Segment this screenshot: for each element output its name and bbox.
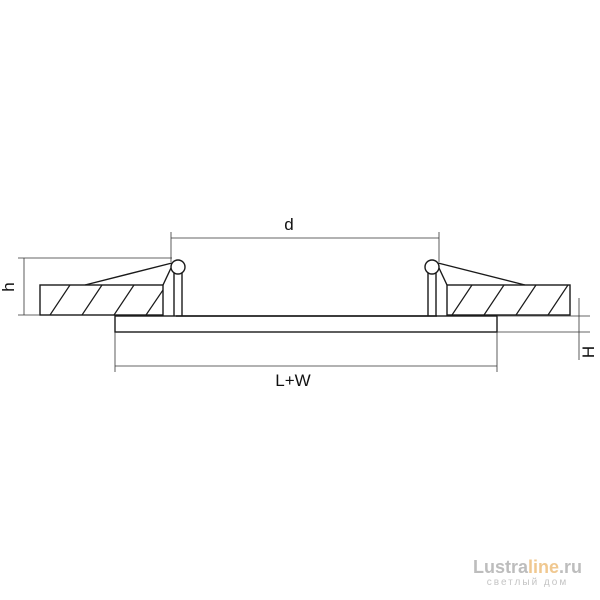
watermark-brand-end: .ru	[558, 557, 582, 577]
watermark-brand-start: Lustra	[472, 557, 528, 577]
watermark-brand: Lustraline.ru	[473, 558, 582, 576]
dimension-h: h	[0, 257, 172, 316]
watermark-tagline: светлый дом	[486, 577, 569, 588]
dimension-lw: L+W	[114, 332, 498, 390]
right-ceiling-panel	[446, 284, 571, 316]
dimension-H: H	[497, 298, 598, 360]
fixture-bezel-plate	[114, 315, 498, 333]
dimension-H-label: H	[579, 346, 598, 358]
watermark-logo: Lustraline.ru светлый дом	[473, 558, 582, 588]
left-ceiling-panel	[39, 284, 164, 316]
left-spring-clip	[84, 259, 186, 316]
dimension-d: d	[170, 215, 440, 262]
watermark-brand-accent: line	[527, 557, 559, 577]
dimension-lw-label: L+W	[275, 371, 310, 390]
right-spring-clip	[424, 259, 526, 316]
dimension-h-label: h	[0, 282, 18, 291]
dimension-d-label: d	[284, 215, 293, 234]
